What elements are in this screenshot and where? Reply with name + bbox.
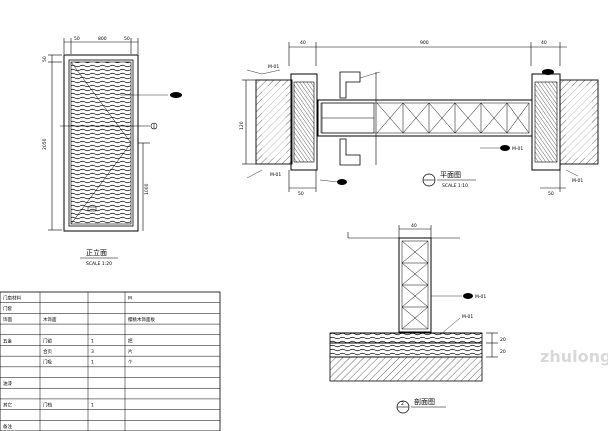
section-title: 剖面图 <box>414 397 435 406</box>
section-number: 2 <box>401 401 404 407</box>
table-cell: 饰面 <box>3 316 12 323</box>
table-cell: 木饰面 <box>43 316 57 323</box>
elev-title: 正立面 <box>86 248 107 257</box>
plan-dim-bottom-2: 50 <box>548 191 554 197</box>
table-cell: 3 <box>91 349 94 355</box>
table-cell: 门档 <box>43 401 52 408</box>
table-cell: 五金 <box>3 337 12 344</box>
section-dim-right-2: 20 <box>500 349 506 355</box>
plan-dim-top-3: 40 <box>541 40 547 46</box>
table-cell: 备注 <box>3 423 12 430</box>
table-cell: 门吸 <box>43 359 52 366</box>
table-cell: 个 <box>128 360 133 366</box>
door-elevation: 50 800 50 50 2050 1000 正立面 SCALE 1 <box>42 36 182 267</box>
elev-dim-top-2: 800 <box>98 36 107 42</box>
section-tag-1: M-01 <box>475 294 486 300</box>
table-cell: 1 <box>91 360 94 366</box>
table-cell: 门套 <box>3 305 12 312</box>
handle-top-icon <box>339 71 361 99</box>
section-dim-top: 40 <box>411 223 417 229</box>
plan-scale: SCALE 1:10 <box>442 183 468 189</box>
door-plan: 40 900 40 <box>239 40 599 197</box>
plan-tag-1: M-01 <box>268 64 279 70</box>
table-cell: 其它 <box>3 401 12 408</box>
table-cell: 1 <box>91 402 94 408</box>
plan-tag-icon-b <box>500 145 510 151</box>
door-section: 40 M-01 M-01 20 20 <box>329 223 506 414</box>
table-cell: 门锁 <box>43 337 52 344</box>
plan-tag-4: M-01 <box>572 178 583 184</box>
plan-dim-top-2: 900 <box>420 40 429 46</box>
elev-scale: SCALE 1:20 <box>86 261 112 267</box>
plan-dim-bottom-1: 50 <box>298 191 304 197</box>
table-cell: 把 <box>128 337 133 344</box>
table-cell: 门扇材料 <box>3 294 21 301</box>
table-cell: 樱桃木饰面板 <box>128 316 155 323</box>
plan-dim-top-1: 40 <box>300 40 306 46</box>
plan-tag-2: M-01 <box>270 172 281 178</box>
plan-tag-icon-c <box>542 69 554 75</box>
section-dim-right-1: 20 <box>500 337 506 343</box>
table-cell: 片 <box>128 348 133 355</box>
elev-dim-left-main: 2050 <box>42 138 48 150</box>
table-cell: 油漆 <box>3 380 12 387</box>
plan-title: 平面图 <box>440 171 461 179</box>
table-cell: 1 <box>91 338 94 344</box>
elev-dim-top-1: 50 <box>74 36 80 42</box>
section-tag-icon <box>463 293 473 299</box>
plan-tag-3: M-01 <box>512 146 523 152</box>
elev-dim-right-lower: 1000 <box>144 183 150 195</box>
section-tag-2: M-01 <box>462 314 473 320</box>
plan-tag-icon-a <box>337 179 347 185</box>
watermark: zhulong <box>540 347 608 366</box>
handle-bottom-icon <box>339 138 361 166</box>
plan-dim-left: 120 <box>239 121 245 130</box>
elev-dim-top-3: 50 <box>124 36 130 42</box>
table-cell: M <box>128 295 132 301</box>
elev-tag-icon <box>170 92 182 98</box>
table-cell: 合页 <box>43 348 52 355</box>
elev-dim-left-top: 50 <box>42 56 48 62</box>
